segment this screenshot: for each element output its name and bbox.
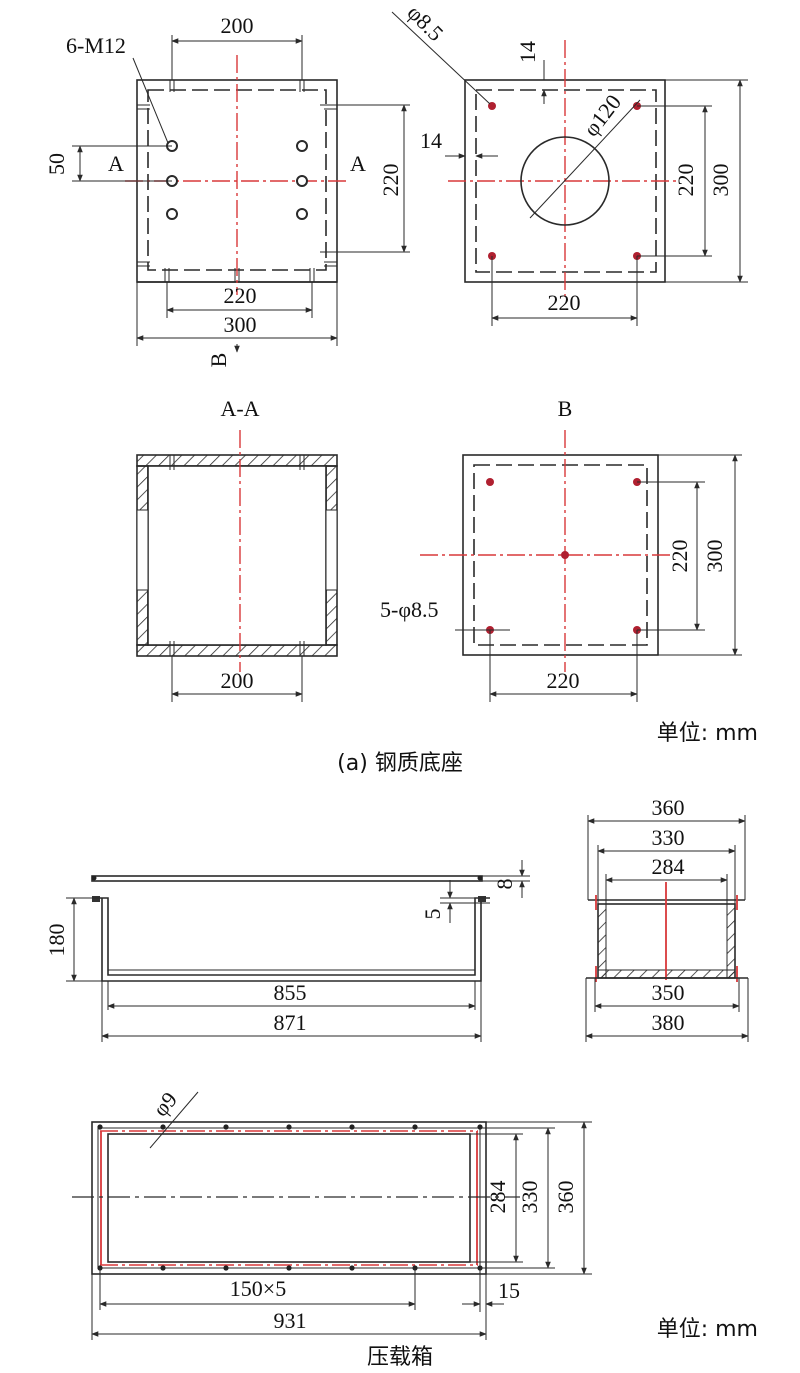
bolt-hole (477, 1124, 483, 1130)
bolt-hole (349, 1124, 355, 1130)
base-hole (486, 478, 494, 486)
holes-label-5-8-5: 5-φ8.5 (380, 597, 439, 622)
section-title-a-a: A-A (220, 396, 259, 421)
dim-inner-220: 220 (224, 283, 257, 308)
view-title-b: B (558, 396, 573, 421)
base-top-view: φ8.5 14 14 φ120 220 300 220 (391, 0, 748, 326)
dim-top-200: 200 (221, 13, 254, 38)
view-b: B 5-φ8.5 220 300 220 (380, 396, 742, 702)
dim-inner-h-220: 220 (548, 290, 581, 315)
center-hole-label: φ120 (578, 90, 626, 141)
base-hole (561, 551, 569, 559)
dim-lid-8: 8 (492, 879, 517, 890)
hole-label-8-5: φ8.5 (402, 0, 448, 46)
bolt-hole (286, 1124, 292, 1130)
unit-label-a: 单位: mm (657, 721, 758, 746)
dim-inner-v-220: 220 (667, 540, 692, 573)
bolt-hole (160, 1265, 166, 1271)
bolt-hole (223, 1124, 229, 1130)
dim-edge-left-14: 14 (420, 128, 442, 153)
dim-bottom-200: 200 (221, 668, 254, 693)
box-lid (91, 875, 483, 882)
bolt-hole (412, 1124, 418, 1130)
dim-edge-15: 15 (498, 1278, 520, 1303)
bolt-hole (286, 1265, 292, 1271)
dim-height-180: 180 (44, 924, 69, 957)
dim-plan-360: 360 (553, 1181, 578, 1214)
dim-outer-300: 300 (224, 312, 257, 337)
view-mark-b: B (206, 353, 231, 368)
dim-inner-h-220: 220 (547, 668, 580, 693)
dim-side-380: 380 (652, 1010, 685, 1035)
section-top-wall (136, 454, 338, 467)
bolt-hole (160, 1124, 166, 1130)
section-a-a: A-A 200 (136, 396, 338, 702)
dim-outer-v-300: 300 (708, 164, 733, 197)
dim-offset-50: 50 (44, 153, 69, 175)
dim-outer-871: 871 (274, 1010, 307, 1035)
dim-inner-855: 855 (274, 980, 307, 1005)
bolt-hole (349, 1265, 355, 1271)
dim-side-284: 284 (652, 854, 685, 879)
section-mark-a-right: A (350, 151, 366, 176)
dim-inner-v-220: 220 (673, 164, 698, 197)
bolt-hole (223, 1265, 229, 1271)
bolt-hole (97, 1124, 103, 1130)
bolt-label: 6-M12 (66, 33, 126, 58)
m12-hole (296, 140, 308, 152)
dim-length-931: 931 (274, 1308, 307, 1333)
m12-hole (296, 208, 308, 220)
center-hole-120 (520, 136, 610, 226)
dim-pitch-150x5: 150×5 (230, 1276, 286, 1301)
dim-plan-284: 284 (485, 1181, 510, 1214)
m12-hole (166, 208, 178, 220)
section-bottom-wall (136, 644, 338, 657)
caption-ballast-box: 压载箱 (367, 1345, 433, 1370)
section-mark-a-left: A (108, 151, 124, 176)
dim-side-350: 350 (652, 980, 685, 1005)
dim-wall-5: 5 (420, 909, 445, 920)
box-side-view: 360 330 284 350 380 (585, 795, 749, 1042)
dim-side-360: 360 (652, 795, 685, 820)
base-plan-view: 6-M12 200 50 A A 220 220 300 B (44, 13, 410, 367)
box-plan-view: φ9 284 330 360 150×5 15 931 (72, 1087, 592, 1340)
dim-height-220: 220 (378, 164, 403, 197)
unit-label-b: 单位: mm (657, 1317, 758, 1342)
m12-hole (296, 175, 308, 187)
box-plan-inner (107, 1133, 471, 1263)
caption-steel-base: (a) 钢质底座 (337, 751, 463, 776)
dim-plan-330: 330 (517, 1181, 542, 1214)
dim-outer-v-300: 300 (702, 540, 727, 573)
dim-edge-top-14: 14 (515, 41, 540, 63)
dim-side-330: 330 (652, 825, 685, 850)
box-plan-outline (91, 1121, 487, 1275)
box-front-view: 180 8 5 855 871 (44, 860, 530, 1042)
